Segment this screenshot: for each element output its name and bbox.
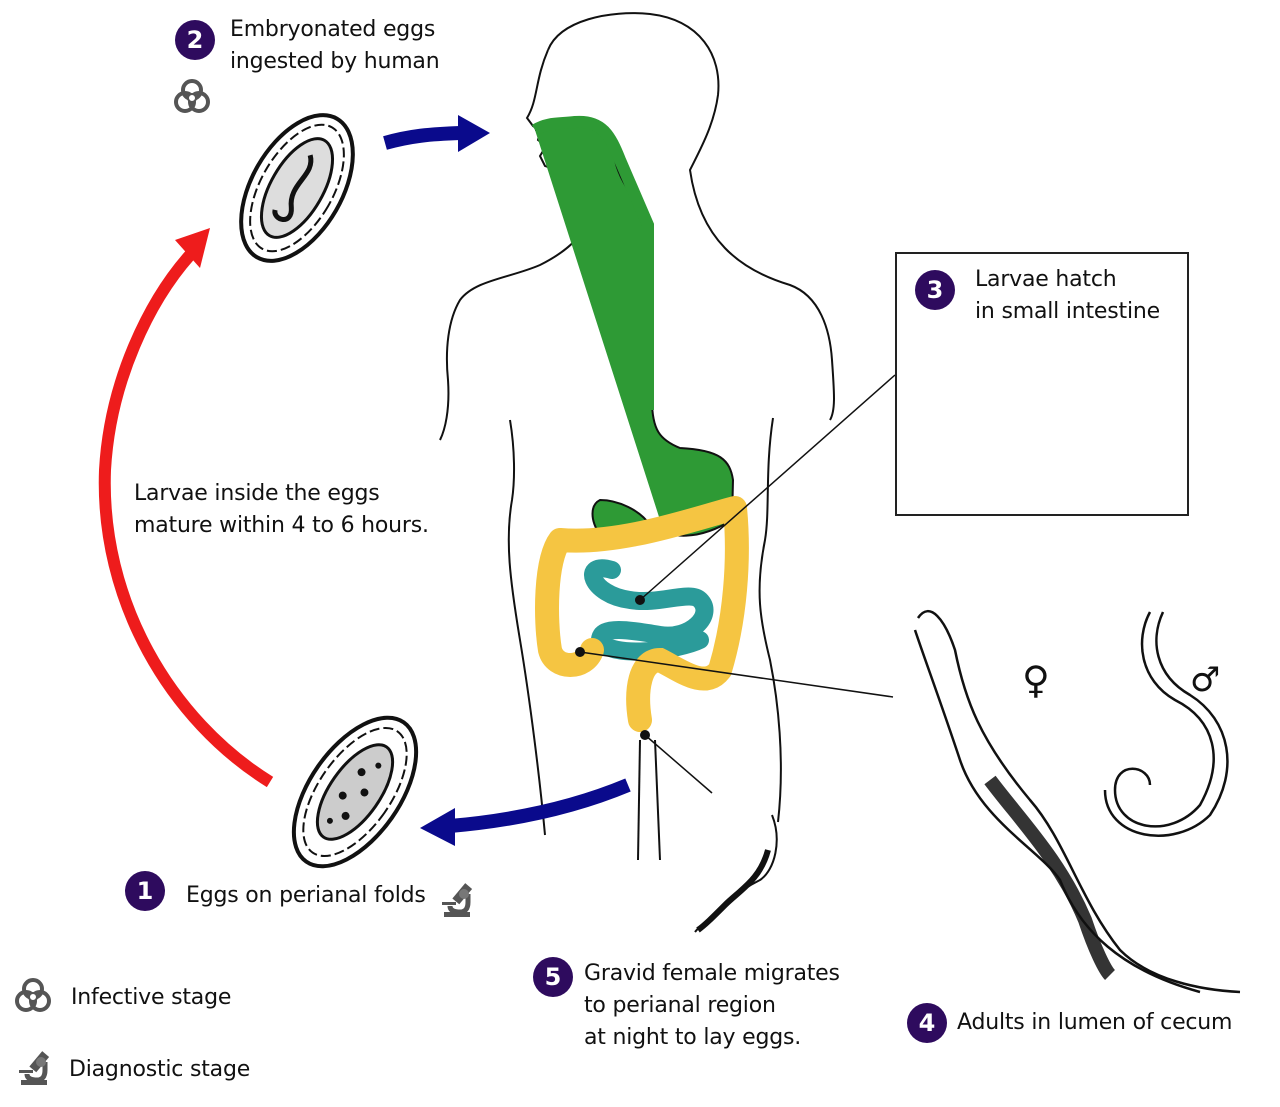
maturation-arrow — [98, 251, 274, 788]
stage-5-label: Gravid female migrates to perianal regio… — [584, 961, 840, 1050]
pointer-lines — [579, 374, 896, 794]
male-symbol: ♂ — [1190, 660, 1221, 700]
maturation-arrowhead — [175, 228, 210, 268]
ingestion-arrowhead — [458, 115, 490, 152]
stage-4-badge: 4 — [907, 1003, 947, 1043]
stage-2-label: Embryonated eggs ingested by human — [230, 17, 440, 74]
site-marker-cecum — [575, 647, 585, 657]
female-adult-worm — [913, 610, 1241, 994]
legend-microscope-icon — [19, 1051, 49, 1085]
gravid-female-illustration — [694, 814, 778, 933]
stage-3-label: Larvae hatch in small intestine — [975, 267, 1160, 324]
excretion-arrowhead — [420, 808, 455, 846]
stage-3-badge: 3 — [915, 270, 955, 310]
esophagus-tube — [531, 115, 654, 410]
large-intestine — [535, 496, 749, 732]
site-marker-small-intestine — [635, 595, 645, 605]
female-symbol: ♀ — [1022, 658, 1050, 702]
stage-2-badge: 2 — [175, 20, 215, 60]
site-marker-anus — [640, 730, 650, 740]
biohazard-icon — [174, 79, 210, 113]
stage-1-badge: 1 — [125, 871, 165, 911]
legend-biohazard-icon — [15, 978, 51, 1012]
legend-diagnostic-stage: Diagnostic stage — [69, 1057, 251, 1082]
excretion-arrow — [449, 778, 631, 833]
male-adult-worm — [1103, 611, 1229, 837]
embryonated-egg — [239, 113, 355, 263]
perianal-egg — [291, 715, 419, 869]
stage-1-label: Eggs on perianal folds — [186, 883, 426, 908]
ingestion-arrow — [383, 126, 461, 150]
stage-4-label: Adults in lumen of cecum — [957, 1010, 1233, 1035]
stage-5-badge: 5 — [533, 957, 573, 997]
legend-infective-stage: Infective stage — [71, 985, 232, 1010]
microscope-icon — [442, 883, 472, 917]
small-intestine — [584, 559, 714, 661]
maturation-note: Larvae inside the eggs mature within 4 t… — [134, 481, 429, 538]
